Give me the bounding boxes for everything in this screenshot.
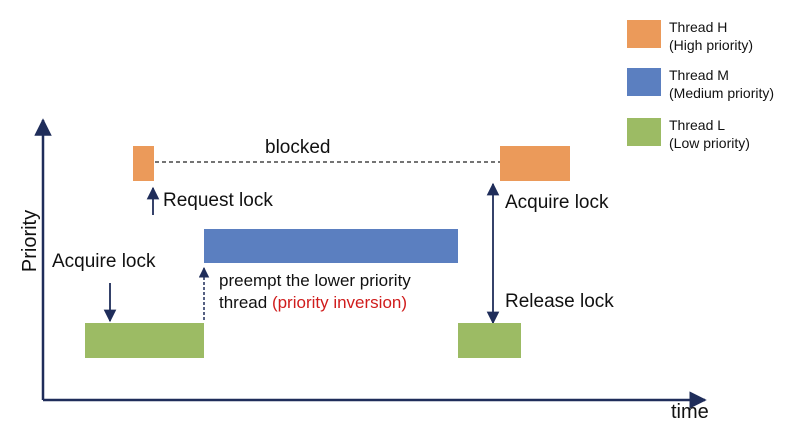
blocked-label: blocked xyxy=(265,137,331,158)
legend-detail-3: (Low priority) xyxy=(669,135,750,151)
request-lock-label: Request lock xyxy=(163,190,273,211)
thread-l-bar-release xyxy=(458,323,521,358)
legend-swatch-3 xyxy=(627,118,661,146)
legend-swatch-1 xyxy=(627,20,661,48)
preempt-note-line1: preempt the lower priority xyxy=(219,271,411,290)
acquire-lock-left-label: Acquire lock xyxy=(52,251,156,272)
thread-h-bar-acquire xyxy=(500,146,570,181)
acquire-lock-right-label: Acquire lock xyxy=(505,192,609,213)
legend-detail-1: (High priority) xyxy=(669,37,754,53)
x-axis-label: time xyxy=(671,401,709,423)
priority-inversion-text: (priority inversion) xyxy=(271,293,408,312)
legend-name-2: Thread M xyxy=(669,67,729,83)
legend-name-3: Thread L xyxy=(669,117,726,133)
release-lock-label: Release lock xyxy=(505,291,614,312)
preempt-note-line2: thread (priority inversion) xyxy=(219,292,407,314)
thread-m-bar xyxy=(204,229,458,263)
legend-swatch-2 xyxy=(627,68,661,96)
y-axis-label: Priority xyxy=(19,209,41,273)
legend-detail-2: (Medium priority) xyxy=(669,85,775,101)
thread-h-bar-request xyxy=(133,146,154,181)
legend-name-1: Thread H xyxy=(669,19,728,35)
preempt-note-prefix: thread xyxy=(219,293,272,312)
thread-l-bar-start xyxy=(85,323,204,358)
